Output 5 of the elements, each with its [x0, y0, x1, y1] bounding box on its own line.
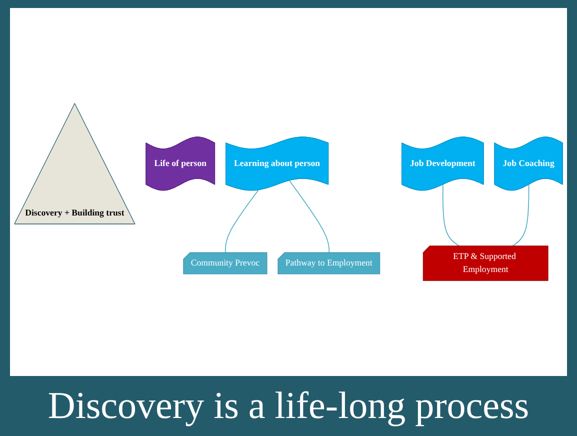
connector	[512, 184, 530, 247]
connector	[289, 180, 330, 254]
connector	[225, 190, 259, 254]
caption: Discovery is a life-long process	[46, 384, 530, 429]
connector	[442, 184, 460, 247]
